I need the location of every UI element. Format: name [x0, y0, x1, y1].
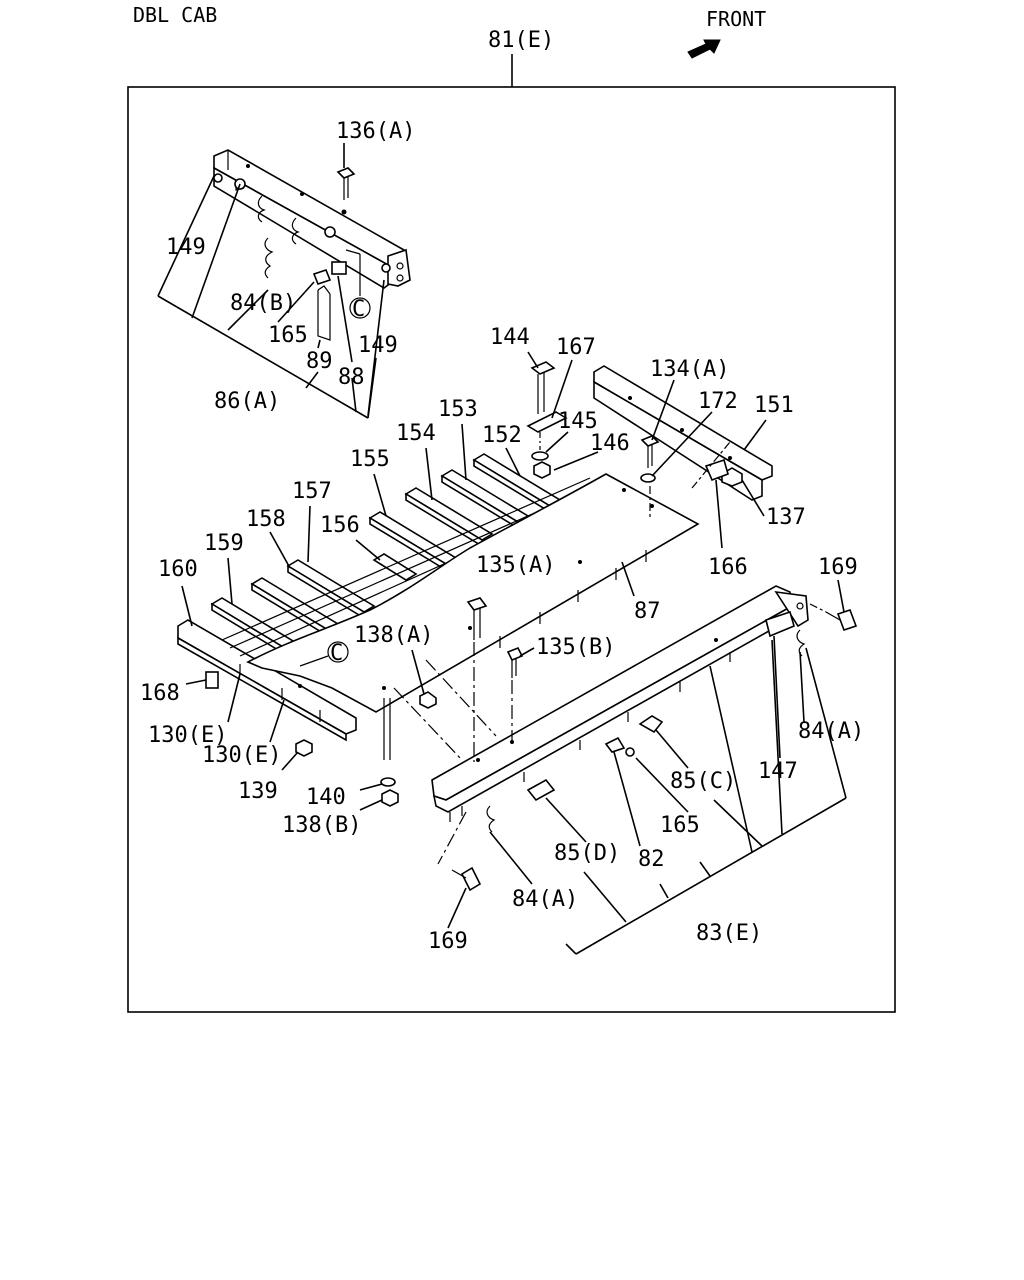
callout-84a-2: 84(A) — [512, 887, 578, 912]
assembly-label: 81(E) — [488, 28, 554, 53]
callout-165-b: 165 — [660, 813, 700, 838]
callout-87: 87 — [634, 599, 661, 624]
callout-149-b: 149 — [358, 333, 398, 358]
front-label: FRONT — [706, 7, 766, 31]
callout-149-a: 149 — [166, 235, 206, 260]
callout-130e-1: 130(E) — [148, 723, 227, 748]
callout-145: 145 — [558, 409, 598, 434]
callout-169-a: 169 — [818, 555, 858, 580]
callout-135a: 135(A) — [476, 553, 555, 578]
diagram-frame — [127, 86, 896, 1013]
callout-158: 158 — [246, 507, 286, 532]
callout-155: 155 — [350, 447, 390, 472]
fastener-stack-144 — [526, 361, 568, 479]
callout-159: 159 — [204, 531, 244, 556]
callout-147: 147 — [758, 759, 798, 784]
callout-146: 146 — [590, 431, 630, 456]
svg-text:C: C — [330, 641, 343, 666]
callout-165-a: 165 — [268, 323, 308, 348]
callout-85c: 85(C) — [670, 769, 736, 794]
callout-144: 144 — [490, 325, 530, 350]
callout-ref-c-1: C — [349, 297, 371, 322]
svg-text:C: C — [352, 297, 365, 322]
callout-83e: 83(E) — [696, 921, 762, 946]
callout-135b: 135(B) — [536, 635, 615, 660]
callout-138a: 138(A) — [354, 623, 433, 648]
callout-136a: 136(A) — [336, 119, 415, 144]
callout-152: 152 — [482, 423, 522, 448]
callout-84b: 84(B) — [230, 291, 296, 316]
bolts-135 — [466, 597, 524, 678]
callout-166: 166 — [708, 555, 748, 580]
callout-88: 88 — [338, 365, 365, 390]
leaders-top-left — [157, 143, 385, 419]
callout-157: 157 — [292, 479, 332, 504]
callout-138b: 138(B) — [282, 813, 361, 838]
callout-154: 154 — [396, 421, 436, 446]
callout-156: 156 — [320, 513, 360, 538]
callout-140: 140 — [306, 785, 346, 810]
callout-172: 172 — [698, 389, 738, 414]
floor-panel — [239, 473, 700, 722]
callout-ref-c-2: C — [299, 641, 349, 667]
front-arrow-icon — [687, 39, 721, 59]
callout-160: 160 — [158, 557, 198, 582]
callout-153: 153 — [438, 397, 478, 422]
callout-139: 139 — [238, 779, 278, 804]
fastener-stack-134 — [640, 435, 743, 487]
front-crossmember-assembly — [213, 149, 411, 341]
callout-167: 167 — [556, 335, 596, 360]
callout-168: 168 — [140, 681, 180, 706]
leaders-main — [181, 351, 847, 955]
callout-151: 151 — [754, 393, 794, 418]
callout-82: 82 — [638, 847, 665, 872]
callout-85d: 85(D) — [554, 841, 620, 866]
callout-130e-2: 130(E) — [202, 743, 281, 768]
callout-86a: 86(A) — [214, 389, 280, 414]
callout-137: 137 — [766, 505, 806, 530]
callout-84a-1: 84(A) — [798, 719, 864, 744]
callout-134a: 134(A) — [650, 357, 729, 382]
side-rail-assembly — [431, 585, 858, 892]
cab-type-label: DBL CAB — [133, 3, 217, 27]
callout-89: 89 — [306, 349, 333, 374]
misc-fasteners — [205, 671, 437, 807]
callout-169-b: 169 — [428, 929, 468, 954]
